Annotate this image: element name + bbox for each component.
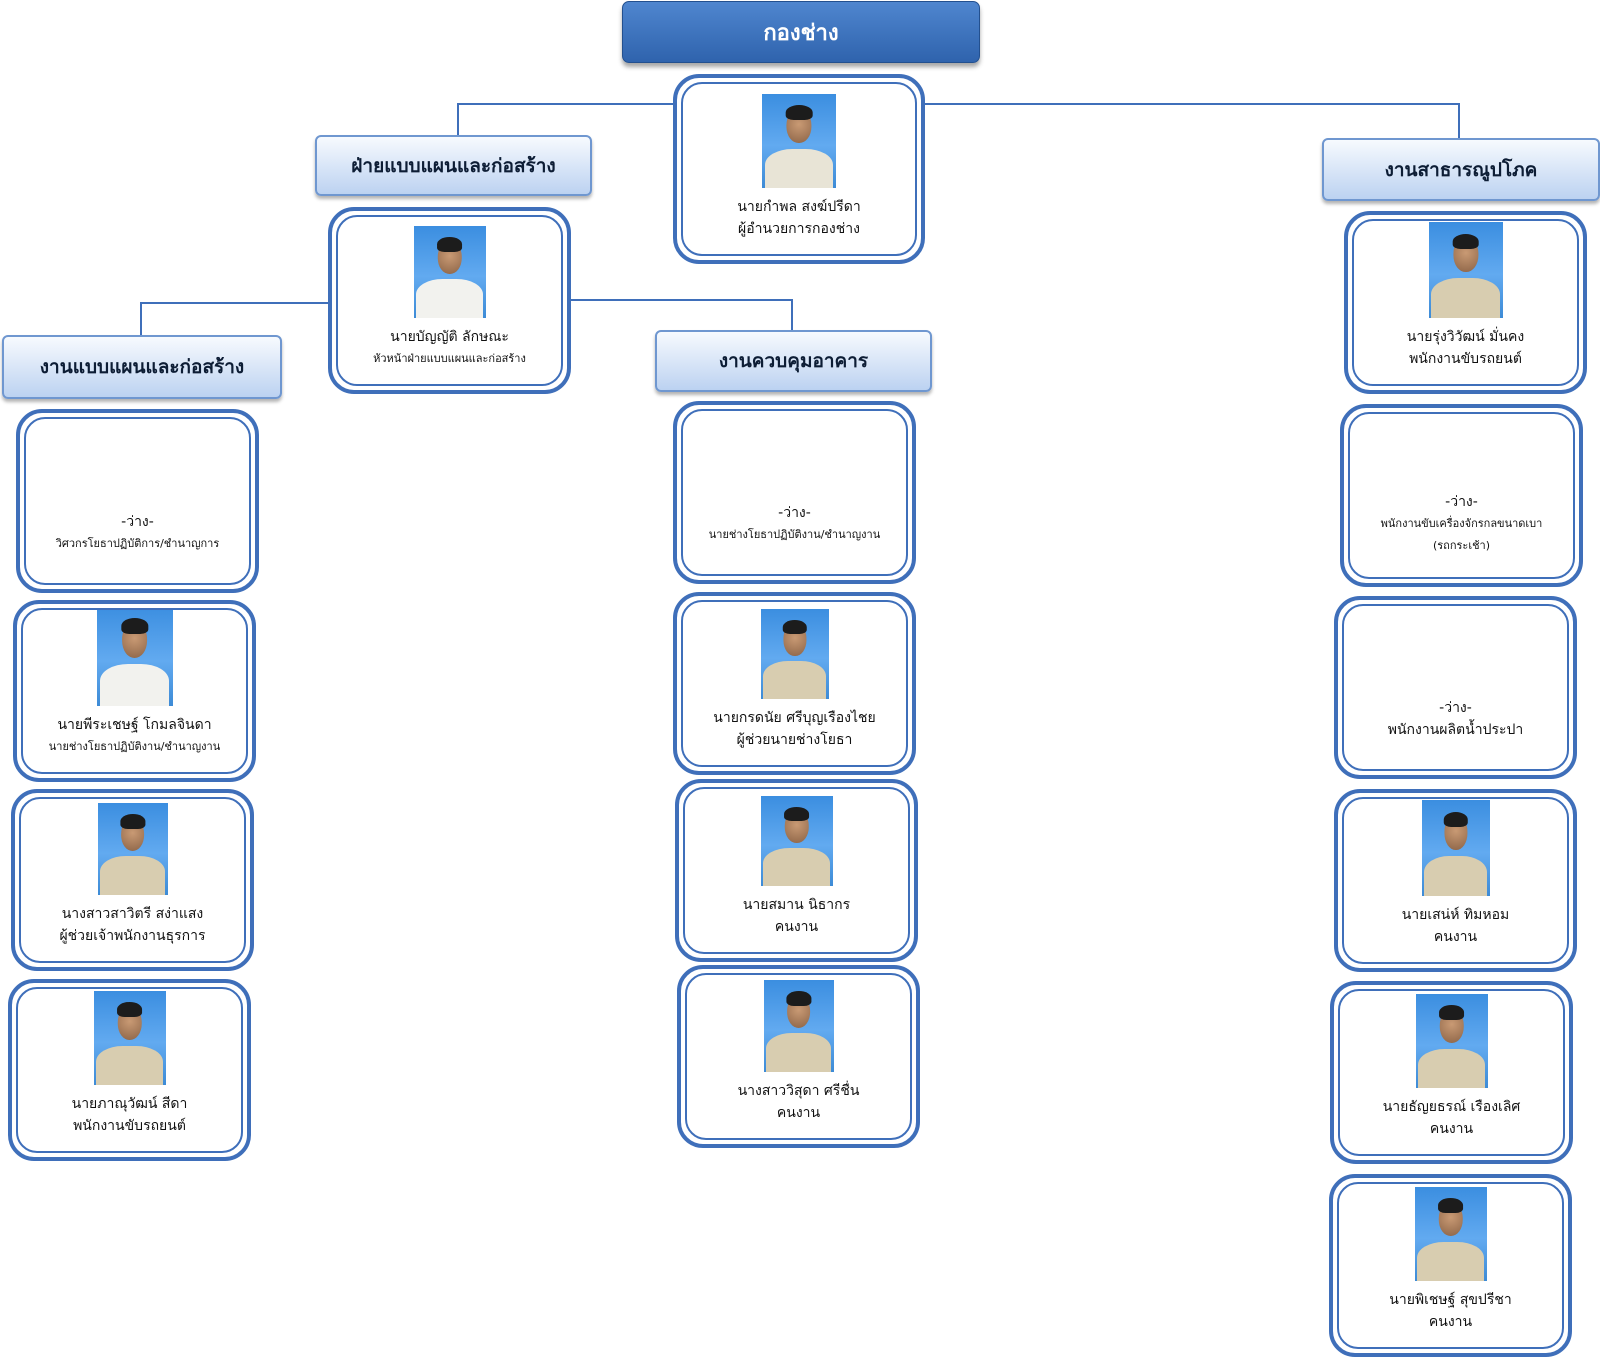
member-name: นายสมาน นิธากร: [742, 897, 851, 913]
subdivision-head-card: นายบัญญัติ ลักษณะ หัวหน้าฝ่ายแบบแผนและก่…: [328, 207, 571, 394]
design-unit-header: งานแบบแผนและก่อสร้าง: [2, 335, 282, 399]
member-name: นายกรดนัย ศรีบุญเรืองไชย: [713, 710, 876, 726]
utility-member-card: นายพิเชษฐ์ สุขปรีชา คนงาน: [1329, 1174, 1572, 1357]
subdivision-head-photo: [413, 226, 486, 318]
building-member-card: -ว่าง- นายช่างโยธาปฏิบัติงาน/ชำนาญงาน: [673, 401, 916, 584]
utility-member-card: นายรุ่งวิวัฒน์ มั่นคง พนักงานขับรถยนต์: [1344, 211, 1587, 394]
director-photo: [762, 94, 836, 188]
director-card: นายกำพล สงฆ์ปรีดา ผู้อำนวยการกองช่าง: [673, 74, 925, 264]
member-role: คนงาน: [776, 1105, 821, 1121]
member-role: นายช่างโยธาปฏิบัติงาน/ชำนาญงาน: [48, 740, 221, 753]
member-photo: [97, 803, 168, 895]
design-member-card: นายพีระเชษฐ์ โกมลจินดา นายช่างโยธาปฏิบัต…: [13, 600, 256, 782]
design-member-card: นางสาวสาวิตรี สง่าแสง ผู้ช่วยเจ้าพนักงาน…: [11, 789, 254, 971]
member-photo: [1421, 800, 1490, 896]
member-name: -ว่าง-: [121, 514, 154, 530]
member-name: นายภาณุวัฒน์ สีดา: [71, 1096, 188, 1112]
member-name: นายธัญยธรณ์ เรืองเลิศ: [1382, 1099, 1521, 1115]
member-name: -ว่าง-: [1445, 494, 1478, 510]
member-photo: [1415, 994, 1488, 1088]
building-unit-header: งานควบคุมอาคาร: [655, 330, 932, 392]
subdivision-head-role: หัวหน้าฝ่ายแบบแผนและก่อสร้าง: [373, 352, 526, 365]
utility-member-card: -ว่าง- พนักงานขับเครื่องจักรกลขนาดเบา (ร…: [1340, 404, 1583, 587]
utility-unit-header: งานสาธารณูปโภค: [1322, 138, 1600, 201]
member-photo: [1428, 222, 1503, 318]
design-unit-title: งานแบบแผนและก่อสร้าง: [39, 356, 245, 378]
member-role: วิศวกรโยธาปฏิบัติการ/ชำนาญการ: [55, 537, 220, 550]
utility-member-card: นายธัญยธรณ์ เรืองเลิศ คนงาน: [1330, 981, 1573, 1164]
connector-head-design: [140, 302, 330, 336]
member-name: นายพิเชษฐ์ สุขปรีชา: [1389, 1292, 1512, 1308]
member-photo: [763, 980, 834, 1072]
member-photo: [1414, 1187, 1487, 1281]
connector-director-utility: [923, 103, 1460, 139]
utility-member-card: -ว่าง- พนักงานผลิตน้ำประปา: [1334, 596, 1577, 779]
member-name: นายพีระเชษฐ์ โกมลจินดา: [57, 717, 212, 733]
member-role: พนักงานขับรถยนต์: [1409, 351, 1522, 367]
division-title-box: กองช่าง: [622, 1, 980, 63]
member-photo: [96, 610, 173, 706]
member-name: นายเสน่ห์ ทิมหอม: [1401, 907, 1510, 923]
design-member-card: -ว่าง- วิศวกรโยธาปฏิบัติการ/ชำนาญการ: [16, 409, 259, 593]
member-role: ผู้ช่วยนายช่างโยธา: [736, 732, 853, 748]
member-name: นางสาววิสุดา ศรีชื่น: [737, 1083, 860, 1099]
member-role: คนงาน: [1433, 929, 1478, 945]
design-member-card: นายภาณุวัฒน์ สีดา พนักงานขับรถยนต์: [8, 979, 251, 1161]
subdivision-head-name: นายบัญญัติ ลักษณะ: [390, 329, 509, 345]
member-role: ผู้ช่วยเจ้าพนักงานธุรการ: [59, 928, 206, 944]
member-role: พนักงานขับรถยนต์: [73, 1118, 186, 1134]
member-role: พนักงานขับเครื่องจักรกลขนาดเบา: [1380, 517, 1543, 530]
building-member-card: นายสมาน นิธากร คนงาน: [675, 779, 918, 962]
member-name: -ว่าง-: [778, 505, 811, 521]
building-unit-title: งานควบคุมอาคาร: [718, 350, 869, 372]
member-role: คนงาน: [1429, 1121, 1474, 1137]
member-photo: [760, 796, 833, 886]
connector-director-subdivision: [457, 103, 675, 136]
member-name: นางสาวสาวิตรี สง่าแสง: [61, 906, 204, 922]
building-member-card: นายกรดนัย ศรีบุญเรืองไชย ผู้ช่วยนายช่างโ…: [673, 592, 916, 775]
division-title: กองช่าง: [763, 20, 839, 46]
utility-unit-title: งานสาธารณูปโภค: [1384, 158, 1538, 181]
member-role: นายช่างโยธาปฏิบัติงาน/ชำนาญงาน: [708, 528, 881, 541]
subdivision-header: ฝ่ายแบบแผนและก่อสร้าง: [315, 135, 592, 196]
building-member-card: นางสาววิสุดา ศรีชื่น คนงาน: [677, 965, 920, 1148]
member-name: -ว่าง-: [1439, 700, 1472, 716]
connector-head-building: [570, 299, 793, 330]
member-role: คนงาน: [1428, 1314, 1473, 1330]
member-photo: [760, 609, 829, 699]
director-name: นายกำพล สงฆ์ปรีดา: [737, 199, 861, 215]
subdivision-title: ฝ่ายแบบแผนและก่อสร้าง: [351, 154, 556, 177]
director-role: ผู้อำนวยการกองช่าง: [738, 221, 860, 237]
member-name: นายรุ่งวิวัฒน์ มั่นคง: [1406, 329, 1525, 345]
utility-member-card: นายเสน่ห์ ทิมหอม คนงาน: [1334, 789, 1577, 972]
member-photo: [93, 991, 166, 1085]
member-note: (รถกระเช้า): [1432, 539, 1491, 552]
member-role: คนงาน: [774, 919, 819, 935]
member-role: พนักงานผลิตน้ำประปา: [1387, 722, 1524, 738]
